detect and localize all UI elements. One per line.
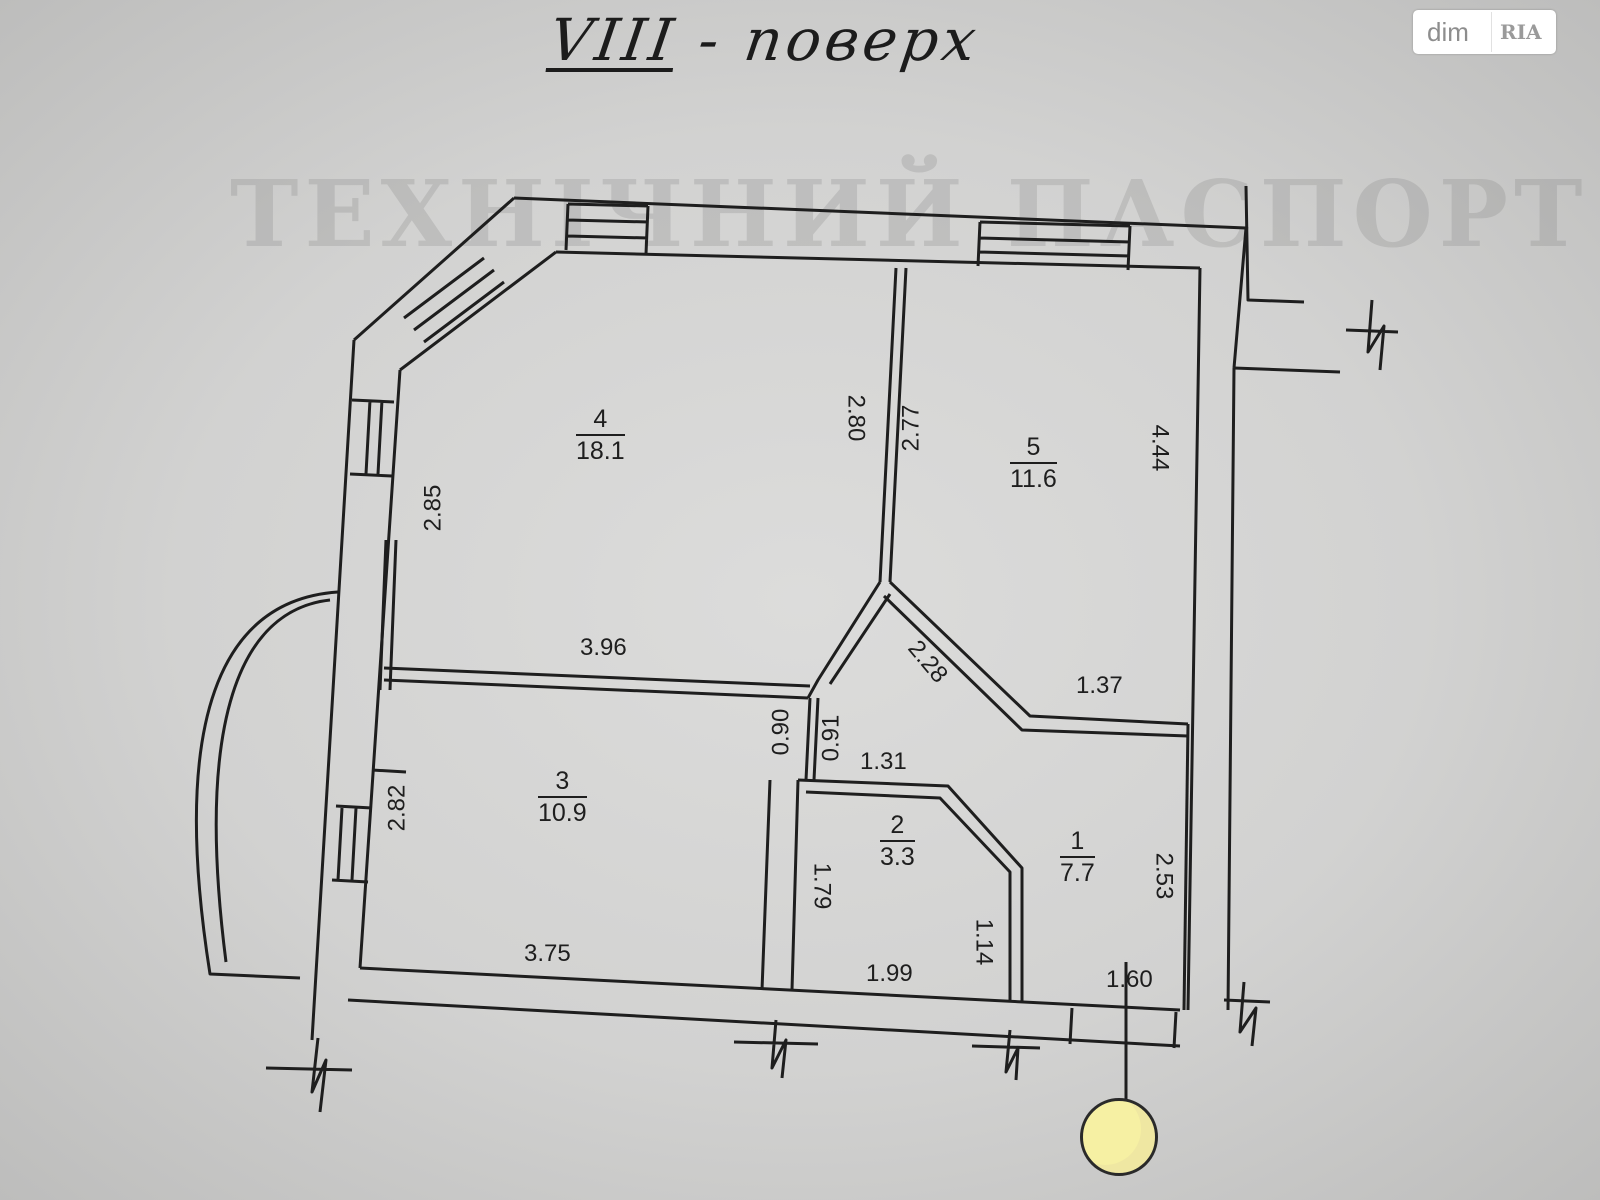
room-area: 11.6 bbox=[1010, 465, 1057, 493]
room-label-4: 4 18.1 bbox=[576, 404, 625, 466]
window-west-1 bbox=[349, 398, 395, 478]
wall-4-3 bbox=[383, 666, 811, 700]
wall-4-5 bbox=[878, 267, 908, 583]
logo-dim-text: dim bbox=[1427, 16, 1469, 47]
dimension-label: 1.60 bbox=[1106, 966, 1153, 993]
dimension-label: 4.44 bbox=[1146, 424, 1174, 472]
room-label-1: 1 7.7 bbox=[1060, 826, 1095, 888]
balcony bbox=[194, 590, 339, 980]
dimension-label: 2.82 bbox=[383, 784, 411, 832]
outer-wall-east-step bbox=[1233, 366, 1341, 374]
room-number: 3 bbox=[538, 766, 587, 798]
room-area: 18.1 bbox=[576, 437, 625, 465]
window-west-2 bbox=[331, 804, 373, 884]
outer-wall-top bbox=[513, 196, 1247, 270]
room-label-2: 2 3.3 bbox=[880, 810, 915, 872]
room-number: 1 bbox=[1060, 826, 1095, 858]
break-mark-nw bbox=[1244, 185, 1305, 304]
dimension-label: 2.77 bbox=[897, 404, 925, 452]
outer-wall-nw bbox=[353, 196, 557, 372]
room-area: 10.9 bbox=[538, 799, 587, 827]
break-mark-ne bbox=[1345, 299, 1399, 371]
dimension-label: 3.75 bbox=[524, 940, 571, 967]
dimension-label: 2.53 bbox=[1150, 852, 1178, 900]
window-top-1 bbox=[564, 202, 650, 255]
wall-room2 bbox=[797, 778, 1024, 1002]
wall-corridor-right bbox=[882, 580, 1189, 738]
dimension-label: 0.90 bbox=[767, 708, 795, 756]
dimension-label: 3.96 bbox=[580, 634, 627, 661]
break-mark-sw bbox=[265, 1037, 353, 1113]
door-south bbox=[1068, 1007, 1178, 1049]
outer-wall-east bbox=[1186, 227, 1248, 1011]
room-label-3: 3 10.9 bbox=[538, 766, 587, 828]
dimension-label: 2.85 bbox=[419, 484, 447, 532]
break-mark-south-2 bbox=[971, 1029, 1041, 1081]
room-number: 4 bbox=[576, 404, 625, 436]
dim-ria-logo[interactable]: dim RIA bbox=[1413, 10, 1556, 54]
yellow-marker-dot bbox=[1080, 1098, 1158, 1176]
dimension-label: 0.91 bbox=[817, 714, 845, 762]
logo-ria-text: RIA bbox=[1491, 12, 1542, 52]
wall-corridor-left bbox=[806, 581, 892, 699]
dim-tick-282 bbox=[371, 768, 407, 774]
break-mark-se bbox=[1223, 981, 1271, 1047]
dimension-label: 1.31 bbox=[860, 748, 907, 775]
window-top-2 bbox=[976, 220, 1132, 271]
outer-wall-south bbox=[347, 966, 1181, 1048]
room-number: 2 bbox=[880, 810, 915, 842]
room-area: 7.7 bbox=[1060, 859, 1095, 887]
room-area: 3.3 bbox=[880, 843, 915, 871]
room-label-5: 5 11.6 bbox=[1010, 432, 1057, 494]
floor-word: - поверх bbox=[694, 6, 985, 74]
wall-3-corridor bbox=[804, 697, 820, 781]
door-west bbox=[378, 539, 398, 691]
window-nw bbox=[403, 256, 505, 344]
floor-number: VIII bbox=[545, 6, 682, 74]
wall-3-2 bbox=[760, 779, 800, 991]
dimension-label: 1.79 bbox=[808, 862, 836, 910]
floor-title: VIII - поверх bbox=[545, 6, 984, 74]
outer-wall-west bbox=[310, 339, 402, 1041]
break-mark-south-1 bbox=[733, 1019, 819, 1079]
dimension-label: 1.37 bbox=[1076, 672, 1123, 699]
dimension-label: 2.80 bbox=[842, 394, 870, 442]
dimension-label: 1.14 bbox=[970, 918, 998, 966]
wall-room1-east bbox=[1182, 723, 1190, 1011]
room-number: 5 bbox=[1010, 432, 1057, 464]
dimension-label: 1.99 bbox=[866, 960, 913, 987]
